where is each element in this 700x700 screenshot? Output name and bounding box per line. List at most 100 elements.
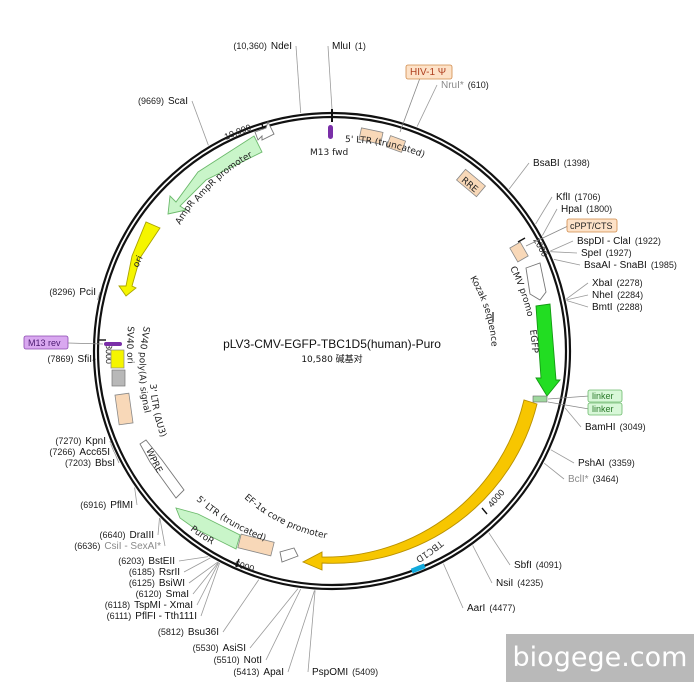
enzyme-name: NdeI bbox=[271, 41, 292, 52]
enzyme-site-pshai[interactable]: PshAI(3359) bbox=[578, 458, 635, 469]
enzyme-site-kfli[interactable]: KflI(1706) bbox=[556, 192, 600, 203]
enzyme-leader-tspmi-xmai bbox=[196, 562, 220, 606]
enzyme-site-hpai[interactable]: HpaI(1800) bbox=[561, 204, 612, 215]
enzyme-leader-mlui bbox=[327, 45, 333, 112]
ef1a-promoter-arrow bbox=[279, 547, 299, 563]
enzyme-name: BsaAI - SnaBI bbox=[584, 260, 647, 271]
enzyme-position: (6203) bbox=[118, 556, 144, 566]
enzyme-site-bbsi[interactable]: (7203)BbsI bbox=[65, 458, 115, 469]
enzyme-leader-lines bbox=[92, 45, 589, 673]
enzyme-site-smai[interactable]: (6120)SmaI bbox=[136, 589, 189, 600]
enzyme-leader-bsaai-snabi bbox=[553, 258, 581, 266]
enzyme-site-aari[interactable]: AarI (4477) bbox=[467, 603, 515, 614]
sv40-ori-label: SV40 ori bbox=[124, 326, 135, 364]
enzyme-site-bsiwi[interactable]: (6125)BsiWI bbox=[129, 578, 185, 589]
enzyme-site-mlui[interactable]: MluI (1) bbox=[332, 41, 366, 52]
tbc1d5-arrow bbox=[301, 399, 538, 571]
linker-segment bbox=[532, 395, 548, 403]
enzyme-name: SpeI bbox=[581, 248, 602, 259]
enzyme-site-csii-sexai-[interactable]: (6636)CsiI - SexAI* bbox=[74, 541, 161, 552]
enzyme-leader-pflmi bbox=[134, 487, 138, 506]
enzyme-name: BamHI bbox=[585, 422, 616, 433]
enzyme-site-apai[interactable]: (5413)ApaI bbox=[233, 667, 284, 678]
enzyme-position: (7869) bbox=[48, 354, 74, 364]
enzyme-position: (7266) bbox=[49, 447, 75, 457]
enzyme-site-xbai[interactable]: XbaI(2278) bbox=[592, 278, 643, 289]
enzyme-site-pflfi-tth111i[interactable]: (6111)PflFI - Tth111I bbox=[107, 611, 197, 622]
enzyme-name: DraIII bbox=[130, 530, 154, 541]
enzyme-site-acc65i[interactable]: (7266)Acc65I bbox=[49, 447, 110, 458]
enzyme-position: (1800) bbox=[586, 204, 612, 214]
wpre-arrow bbox=[139, 439, 185, 499]
plasmid-length: 10,580 碱基对 bbox=[301, 353, 362, 365]
enzyme-site-sfii[interactable]: (7869)SfiI bbox=[48, 354, 92, 365]
enzyme-position: (1) bbox=[355, 41, 366, 51]
tick-4000 bbox=[481, 507, 488, 515]
rre-box bbox=[455, 168, 487, 198]
enzyme-position: (6118) bbox=[105, 600, 130, 610]
enzyme-name: AsiSI bbox=[223, 643, 246, 654]
backbone-outer-ring bbox=[92, 111, 572, 591]
enzyme-site-bmti[interactable]: BmtI(2288) bbox=[592, 302, 643, 313]
enzyme-site-bsabi[interactable]: BsaBI(1398) bbox=[533, 158, 590, 169]
enzyme-leader-bmti bbox=[566, 300, 589, 308]
enzyme-position: (4091) bbox=[536, 560, 562, 570]
cppt-text: cPPT/CTS bbox=[570, 221, 613, 231]
enzyme-position: (5510) bbox=[214, 655, 240, 665]
enzyme-position: (3359) bbox=[609, 458, 635, 468]
enzyme-site-ndei[interactable]: (10,360)NdeI bbox=[233, 41, 292, 52]
enzyme-site-pcii[interactable]: (8296)PciI bbox=[49, 287, 96, 298]
enzyme-site-draiii[interactable]: (6640)DraIII bbox=[100, 530, 154, 541]
enzyme-site-bsteii[interactable]: (6203)BstEII bbox=[118, 556, 175, 567]
m13-rev-marker bbox=[104, 342, 122, 346]
enzyme-site-pspomi[interactable]: PspOMI(5409) bbox=[312, 667, 378, 678]
m13-rev-text: M13 rev bbox=[28, 338, 61, 348]
enzyme-site-nhei[interactable]: NheI(2284) bbox=[592, 290, 643, 301]
enzyme-name: AarI bbox=[467, 603, 485, 614]
enzyme-leader-bsu36i bbox=[222, 579, 260, 633]
enzyme-site-kpni[interactable]: (7270)KpnI bbox=[55, 436, 106, 447]
enzyme-site-bsaai-snabi[interactable]: BsaAI - SnaBI(1985) bbox=[584, 260, 677, 271]
enzyme-site-asisi[interactable]: (5530)AsiSI bbox=[193, 643, 246, 654]
enzyme-site-bcli-[interactable]: BclI*(3464) bbox=[568, 474, 619, 485]
enzyme-name: RsrII bbox=[159, 567, 180, 578]
enzyme-site-noti[interactable]: (5510)NotI bbox=[214, 655, 262, 666]
enzyme-name: XbaI bbox=[592, 278, 613, 289]
enzyme-site-tspmi-xmai[interactable]: (6118)TspMI - XmaI bbox=[105, 600, 193, 611]
enzyme-site-pflmi[interactable]: (6916)PflMI bbox=[80, 500, 133, 511]
enzyme-site-bspdi-clai[interactable]: BspDI - ClaI(1922) bbox=[577, 236, 661, 247]
enzyme-site-spei[interactable]: SpeI(1927) bbox=[581, 248, 632, 259]
enzyme-name: MluI bbox=[332, 41, 351, 52]
tick-6000 bbox=[235, 558, 240, 568]
enzyme-leader-smai bbox=[192, 562, 219, 595]
enzyme-position: (3049) bbox=[620, 422, 646, 432]
enzyme-leader-scai bbox=[191, 100, 209, 146]
enzyme-site-scai[interactable]: (9669)ScaI bbox=[138, 96, 188, 107]
enzyme-site-rsrii[interactable]: (6185)RsrII bbox=[129, 567, 180, 578]
enzyme-position: (6916) bbox=[80, 500, 106, 510]
enzyme-leader-bbsi bbox=[113, 451, 120, 464]
ori-arrow bbox=[118, 221, 161, 297]
enzyme-position: (7203) bbox=[65, 458, 91, 468]
enzyme-leader-bsiwi bbox=[188, 561, 219, 584]
enzyme-leader-asisi bbox=[249, 588, 299, 649]
enzyme-name: NheI bbox=[592, 290, 613, 301]
enzyme-position: (2288) bbox=[617, 302, 643, 312]
enzyme-name: NsiI bbox=[496, 578, 513, 589]
cppt-leader bbox=[525, 225, 569, 247]
enzyme-site-bamhi[interactable]: BamHI (3049) bbox=[585, 422, 646, 433]
enzyme-site-nrui-[interactable]: NruI*(610) bbox=[441, 80, 489, 91]
enzyme-name: KpnI bbox=[85, 436, 106, 447]
enzyme-leader-rsrii bbox=[183, 557, 211, 573]
ltr5b-box bbox=[237, 533, 275, 557]
enzyme-position: (6636) bbox=[74, 541, 100, 551]
enzyme-site-bsu36i[interactable]: (5812)Bsu36I bbox=[158, 627, 219, 638]
enzyme-leader-acc65i bbox=[110, 443, 115, 453]
enzyme-position: (1922) bbox=[635, 236, 661, 246]
enzyme-site-nsii[interactable]: NsiI(4235) bbox=[496, 578, 543, 589]
enzyme-position: (4477) bbox=[489, 603, 515, 613]
enzyme-leader-hpai bbox=[542, 208, 558, 236]
linker-text-2: linker bbox=[592, 404, 614, 414]
enzyme-leader-bcli- bbox=[543, 462, 565, 480]
enzyme-site-sbfi[interactable]: SbfI(4091) bbox=[514, 560, 562, 571]
